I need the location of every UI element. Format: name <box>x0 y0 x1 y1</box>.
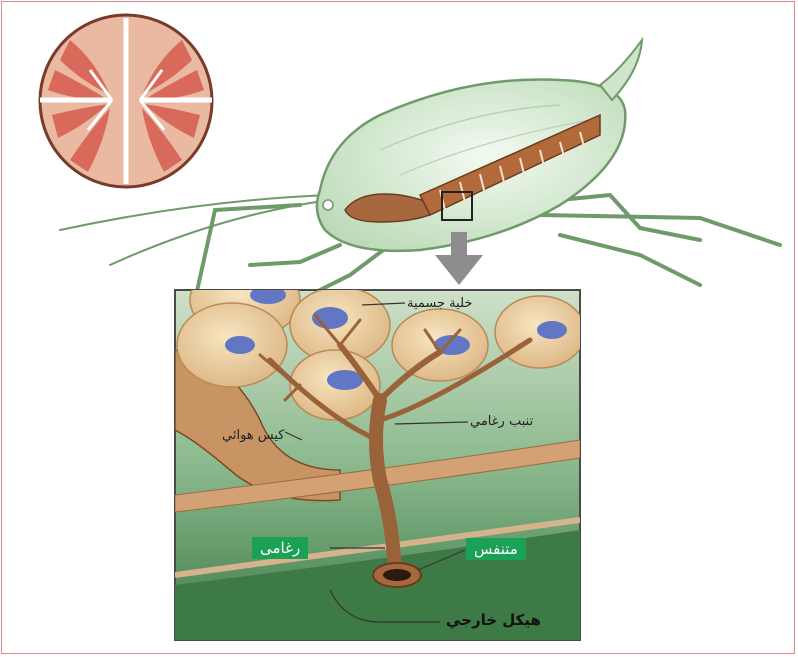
air-sac-label: كيس هوائي <box>222 428 284 443</box>
inset-panel <box>175 262 585 640</box>
exoskeleton-label: هيكل خارجي <box>446 611 541 629</box>
trachea-label: رغامى <box>252 537 308 559</box>
cross-section-icon <box>40 15 212 187</box>
tracheole-label: تنبب رغامي <box>470 414 533 429</box>
insect-body <box>317 40 642 251</box>
body-cell-label: خلية جسمية <box>407 296 472 311</box>
spiracle-label: متنفس <box>466 538 526 560</box>
